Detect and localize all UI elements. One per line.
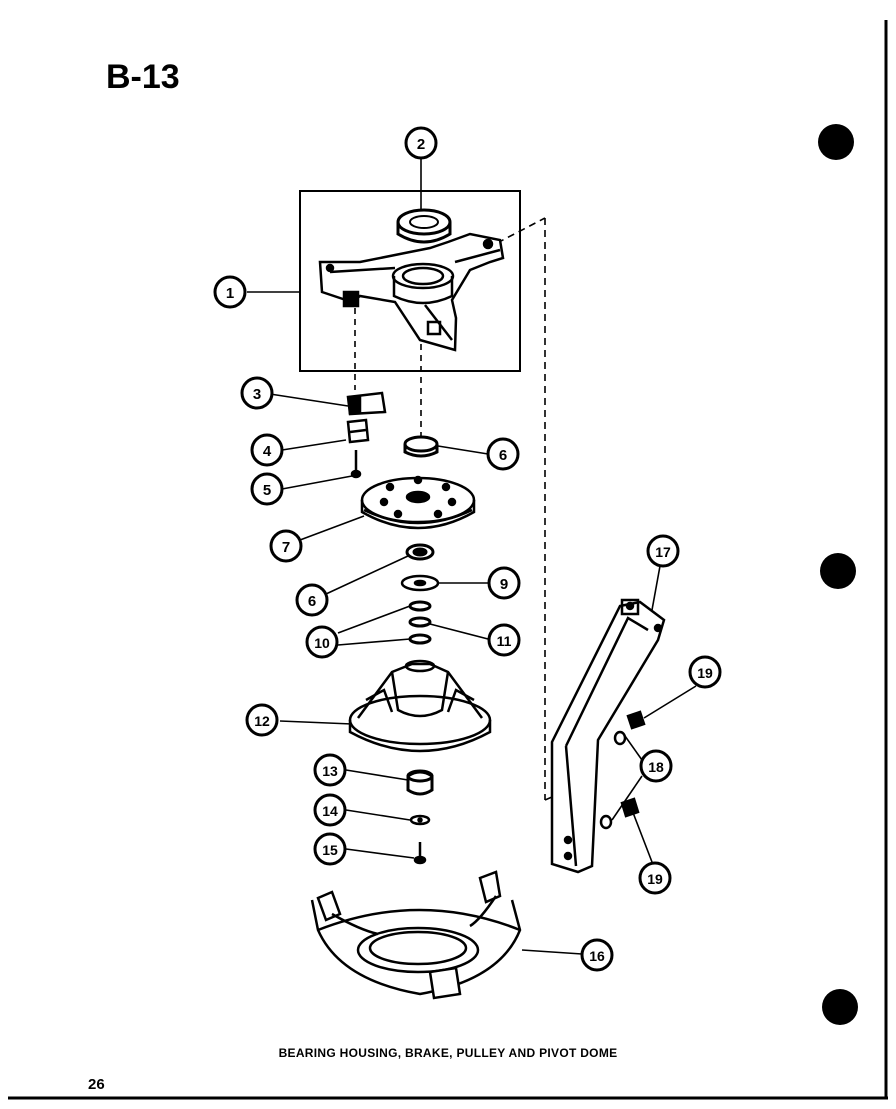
part-base-dome [310, 870, 522, 1000]
svg-text:15: 15 [322, 842, 338, 858]
svg-text:6: 6 [308, 593, 316, 610]
part-cam [406, 769, 434, 796]
svg-text:14: 14 [322, 803, 338, 819]
callout-10: 10 [305, 625, 339, 659]
binder-hole-top [818, 124, 854, 160]
part-bearing-ring [403, 435, 439, 458]
callout-19-top: 19 [688, 655, 722, 689]
svg-text:5: 5 [263, 482, 271, 499]
part-bearing [396, 208, 452, 244]
part-support-arm [550, 598, 666, 874]
page-number: 26 [88, 1076, 105, 1093]
svg-text:7: 7 [282, 539, 290, 556]
callout-3: 3 [240, 376, 274, 410]
callout-1: 1 [213, 275, 247, 309]
svg-text:16: 16 [589, 948, 605, 964]
callout-7: 7 [269, 529, 303, 563]
svg-text:4: 4 [263, 443, 272, 460]
part-screw [350, 450, 362, 479]
svg-text:17: 17 [655, 544, 671, 560]
binder-hole-bottom [822, 989, 858, 1025]
callout-2: 2 [404, 126, 438, 160]
page-title: B-13 [106, 58, 180, 96]
part-washer-pair [408, 600, 432, 645]
callout-4: 4 [250, 433, 284, 467]
part-bearing-housing [318, 232, 505, 352]
callout-12: 12 [245, 703, 279, 737]
svg-text:10: 10 [314, 635, 330, 651]
part-brake-spring [346, 418, 370, 444]
svg-text:13: 13 [322, 763, 338, 779]
callout-15: 15 [313, 832, 347, 866]
callout-6: 6 [486, 437, 520, 471]
part-washer [400, 574, 440, 592]
part-washer-small [409, 814, 431, 826]
callout-18: 18 [639, 749, 673, 783]
leader-lines [247, 158, 697, 955]
svg-text:19: 19 [697, 665, 713, 681]
binder-hole-middle [820, 553, 856, 589]
svg-text:3: 3 [253, 386, 261, 403]
callout-11: 11 [487, 623, 521, 657]
part-screw-small [413, 842, 427, 865]
svg-text:19: 19 [647, 871, 663, 887]
svg-text:12: 12 [254, 713, 270, 729]
callout-14: 14 [313, 793, 347, 827]
part-pivot-dome [348, 659, 492, 753]
part-pulley [360, 475, 476, 530]
svg-text:6: 6 [499, 447, 507, 464]
diagram-caption: BEARING HOUSING, BRAKE, PULLEY AND PIVOT… [278, 1046, 618, 1060]
callout-16: 16 [580, 938, 614, 972]
svg-text:1: 1 [226, 285, 234, 302]
part-brake-shoe [346, 391, 387, 416]
callout-5: 5 [250, 472, 284, 506]
callout-9: 9 [487, 566, 521, 600]
svg-text:18: 18 [648, 759, 664, 775]
svg-text:9: 9 [500, 576, 508, 593]
callout-8: 6 [295, 583, 329, 617]
callout-17: 17 [646, 534, 680, 568]
svg-text:11: 11 [497, 633, 512, 649]
housing-box [299, 190, 521, 372]
part-bolts [599, 710, 646, 830]
callout-13: 13 [313, 753, 347, 787]
svg-text:2: 2 [417, 136, 425, 153]
callout-19-bottom: 19 [638, 861, 672, 895]
part-bushing [405, 543, 435, 561]
